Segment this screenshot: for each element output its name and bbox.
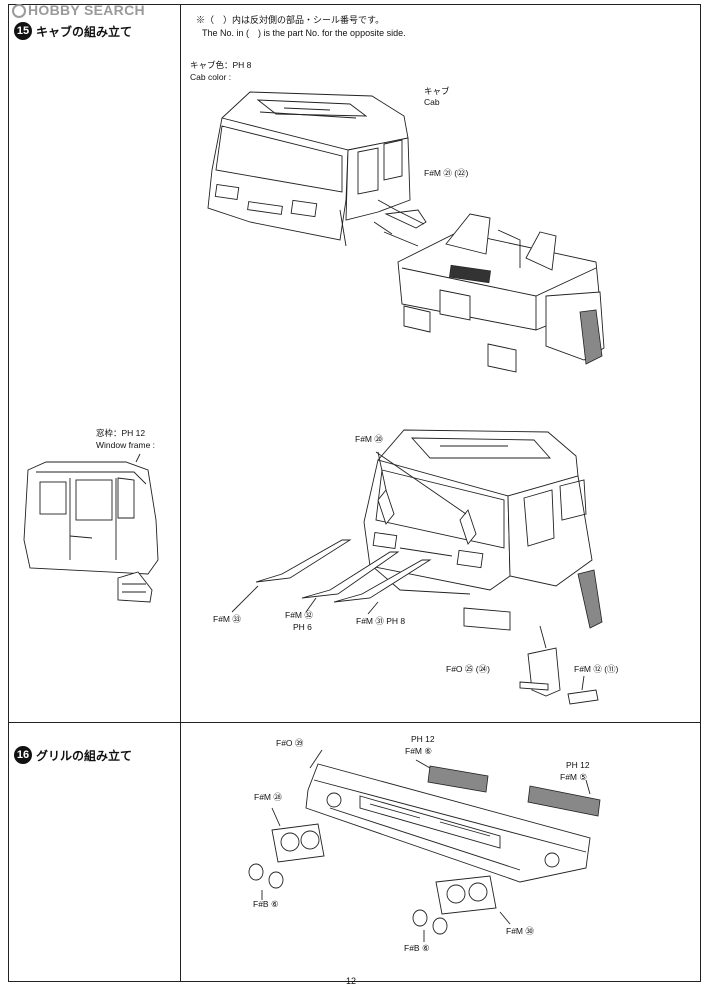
column-divider: [180, 4, 181, 982]
window-frame-label-jp: 窓枠：PH 12: [96, 428, 146, 438]
note-en: The No. in ( ) is the part No. for the o…: [202, 28, 406, 38]
hobby-search-logo-icon: [12, 4, 26, 18]
part-32-code: PH 6: [293, 622, 312, 632]
grille-right-part-label: F#M ⑤: [560, 772, 587, 782]
lens-left-label: F#B ⑥: [253, 899, 279, 909]
cab-label-en: Cab: [424, 97, 440, 107]
part-31-code: PH 8: [386, 616, 406, 626]
part-33-label: F#M ㉝: [213, 614, 241, 624]
grille-drawing: [248, 749, 601, 942]
part-32-label: F#M ㉜: [285, 610, 313, 620]
part-25-24-label: F#O ㉕ (㉔): [446, 664, 490, 674]
grille-right-code: PH 12: [566, 760, 590, 770]
cab-lower-drawing: [231, 429, 603, 705]
chassis-interior-drawing: [373, 213, 605, 373]
cab-color-label-jp: キャブ色：PH 8: [190, 60, 252, 70]
cab-color-code: PH 8: [232, 60, 252, 70]
part-20-label: F#M ⑳: [355, 434, 383, 444]
note-jp: ※（ ）内は反対側の部品・シール番号です。: [196, 15, 385, 25]
grille-left-code: PH 12: [411, 734, 435, 744]
part-12-11-label: F#M ⑫ (⑪): [574, 664, 619, 674]
step-16-title: グリルの組み立て: [36, 749, 133, 763]
page-frame: [8, 4, 701, 982]
watermark: HOBBY SEARCH: [12, 2, 145, 18]
lens-right-label: F#B ⑥: [404, 943, 430, 953]
step-15-number: 15: [14, 22, 32, 40]
part-39-label: F#O ㊴: [276, 738, 304, 748]
cab-upper-drawing: [207, 91, 427, 247]
cab-label-jp: キャブ: [424, 86, 450, 96]
part-30-label: F#M ㉚: [506, 926, 534, 936]
section-divider: [8, 722, 701, 723]
step-15-title: キャブの組み立て: [36, 25, 133, 39]
window-frame-label-en: Window frame :: [96, 440, 156, 450]
step-16-number: 16: [14, 746, 32, 764]
part-28-label: F#M ㉘: [254, 792, 282, 802]
page-number: 12: [346, 976, 357, 986]
window-frame-code: PH 12: [121, 428, 146, 438]
cab-color-label-en: Cab color :: [190, 72, 232, 82]
grille-left-part-label: F#M ⑥: [405, 746, 432, 756]
part-31-label: F#M ㉛ PH 8: [356, 616, 406, 626]
window-frame-drawing: [23, 453, 159, 603]
part-21-22-label: F#M ㉑ (㉒): [424, 168, 469, 178]
